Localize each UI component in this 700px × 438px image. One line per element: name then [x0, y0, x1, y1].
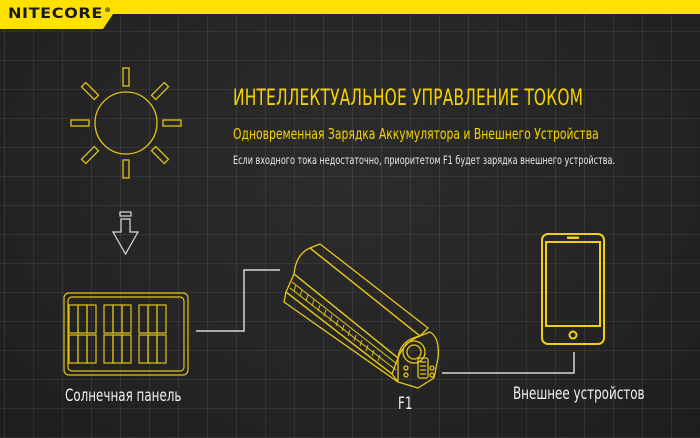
header-bar	[0, 0, 700, 29]
registered-mark: ®	[104, 7, 112, 15]
description: Если входного тока недостаточно, приорит…	[233, 153, 616, 167]
brand-text: NITECORE	[8, 6, 103, 22]
smartphone-icon	[541, 233, 605, 345]
subtitle: Одновременная Зарядка Аккумулятора и Вне…	[233, 125, 599, 143]
label-external-device: Внешнее устройстов	[513, 384, 645, 404]
arrow-down-icon	[111, 211, 140, 256]
page-title: ИНТЕЛЛЕКТУАЛЬНОЕ УПРАВЛЕНИЕ ТОКОМ	[233, 86, 584, 111]
label-charger: F1	[398, 394, 413, 414]
sun-icon	[70, 67, 182, 179]
charger-icon	[283, 243, 439, 389]
brand-logo: NITECORE®	[8, 6, 112, 22]
label-solar-panel: Солнечная панель	[65, 386, 182, 406]
solar-panel-icon	[63, 292, 189, 376]
